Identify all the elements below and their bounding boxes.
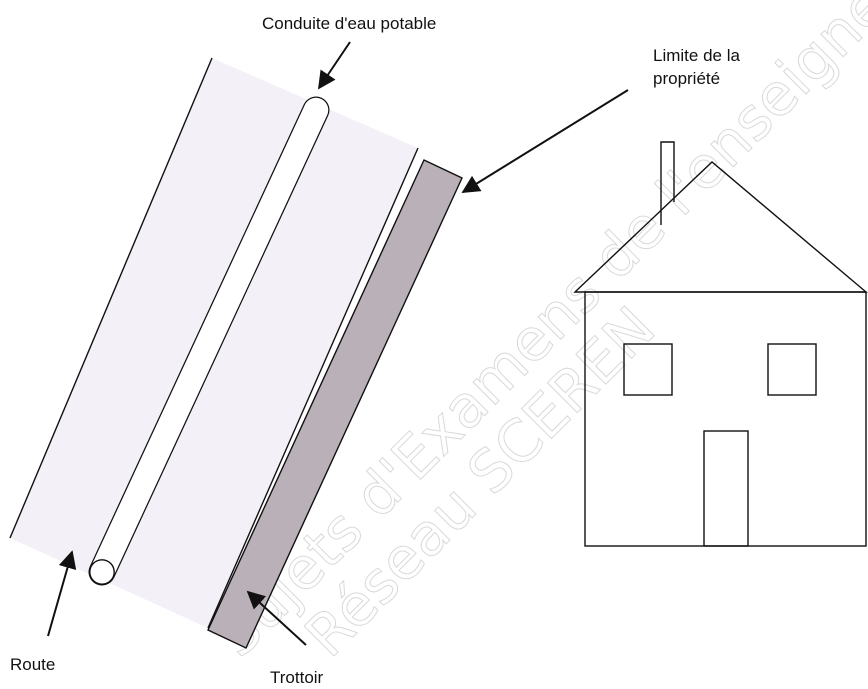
road-left-edge xyxy=(9,57,213,539)
arrow-property-line xyxy=(461,89,629,193)
arrow-pipe xyxy=(317,41,351,90)
arrow-sidewalk xyxy=(246,590,307,646)
pipe-end xyxy=(89,559,115,585)
house-window-left xyxy=(623,343,673,396)
house-window-right xyxy=(767,343,817,396)
label-road: Route xyxy=(10,655,55,674)
arrow-road xyxy=(47,550,77,637)
label-sidewalk: Trottoir xyxy=(270,668,324,687)
label-property-line-1: Limite de la xyxy=(653,46,740,65)
label-pipe: Conduite d'eau potable xyxy=(262,14,436,33)
house-door xyxy=(703,430,749,547)
sidewalk xyxy=(207,159,463,649)
water-pipe xyxy=(88,96,330,586)
label-property-line-2: propriété xyxy=(653,69,720,88)
house-chimney xyxy=(660,141,675,225)
road-right-edge xyxy=(207,147,419,629)
house xyxy=(573,141,868,547)
